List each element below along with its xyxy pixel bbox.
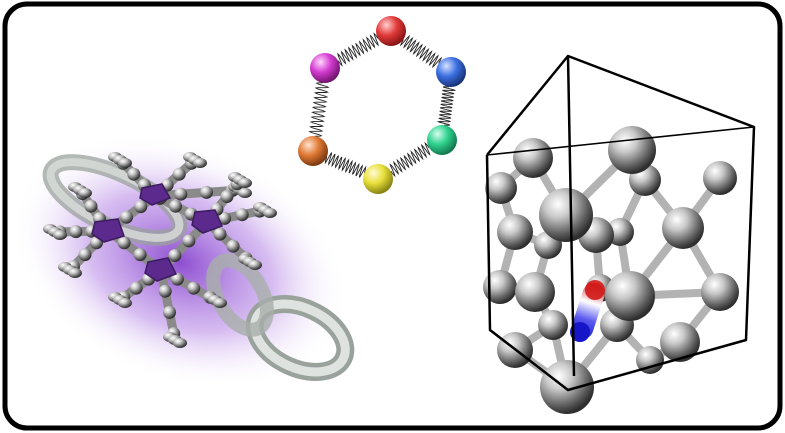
linker-atom: [120, 210, 133, 224]
spring: [337, 32, 379, 67]
bead-green: [427, 125, 457, 155]
springs: [308, 32, 457, 178]
linker-atom: [187, 281, 201, 295]
bead-magenta: [310, 53, 340, 83]
left-panel-mof: [11, 134, 355, 390]
linker-atoms: [43, 152, 277, 348]
linker-atom: [218, 211, 232, 225]
probe-molecule: [570, 280, 605, 342]
cell-edge: [486, 126, 755, 156]
linker-atom: [169, 199, 182, 213]
metal-node: [91, 218, 125, 243]
linker-atom: [182, 234, 196, 248]
linker-atom: [168, 249, 182, 262]
lattice-atom: [662, 207, 704, 249]
lattice-atom: [485, 172, 517, 204]
spring: [436, 86, 457, 126]
linker-atom: [133, 248, 147, 262]
linker-atom: [134, 200, 148, 214]
linker-atom: [220, 190, 234, 203]
linker-atom: [226, 239, 240, 253]
lattice-atom: [539, 188, 593, 242]
lattice-atom: [660, 322, 700, 362]
metal-node: [191, 209, 224, 234]
linker-atom: [174, 187, 188, 201]
terminal-atom: [118, 158, 132, 168]
linker-atom: [84, 199, 98, 213]
spring: [308, 82, 330, 137]
linker-atom: [69, 225, 83, 239]
linker-atom: [170, 272, 184, 286]
spring: [389, 141, 431, 178]
metal-nodes: [91, 183, 224, 282]
bead-red: [376, 16, 406, 46]
terminal-atom: [173, 338, 187, 348]
linker-atom: [172, 167, 186, 181]
lattice-atom: [701, 273, 739, 311]
linker-atom: [163, 305, 176, 319]
lattice-atom: [538, 310, 568, 340]
lattice-atom: [605, 271, 655, 321]
linker-atom: [235, 208, 249, 222]
terminal-atom: [263, 208, 277, 218]
linker-atom: [129, 281, 143, 295]
terminal-atom: [118, 298, 132, 308]
linker-atom: [78, 248, 92, 262]
lattice-atom: [608, 126, 656, 174]
lattice-atom: [703, 161, 737, 195]
middle-panel-hexagon: [298, 16, 466, 194]
terminal-atom: [68, 268, 82, 278]
lattice-atom: [497, 214, 533, 250]
terminal-atom: [53, 230, 67, 240]
terminal-atom: [238, 188, 252, 198]
lattice-atom: [513, 138, 553, 178]
terminal-atom: [193, 158, 207, 168]
terminal-atom: [78, 188, 92, 198]
linker-atom: [200, 185, 213, 199]
unit-cell-edges: [485, 54, 756, 392]
metal-node: [139, 183, 172, 206]
linker-atom: [158, 284, 172, 298]
cell-edge: [566, 55, 576, 377]
metal-node: [144, 257, 178, 282]
linker-atom: [213, 227, 227, 241]
bead-blue: [436, 57, 466, 87]
bead-yellow: [363, 164, 393, 194]
terminal-atom: [213, 298, 227, 308]
lattice-atom: [636, 346, 664, 374]
bead-orange: [298, 136, 328, 166]
linker-atom: [117, 236, 131, 250]
lattice-atom: [483, 270, 517, 304]
terminal-atom: [248, 260, 262, 270]
lattice-atom: [515, 272, 555, 312]
linker-atom: [127, 167, 141, 181]
lattice-atom: [540, 360, 594, 414]
spring: [324, 152, 367, 178]
terminal-atom: [238, 178, 252, 188]
spring: [399, 34, 443, 69]
right-panel-crystal: [483, 54, 756, 414]
